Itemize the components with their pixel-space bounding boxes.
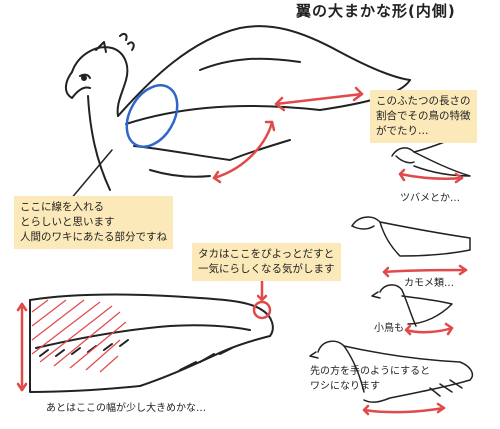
gull-label: カモメ類… [404,278,454,289]
small-bird-label: 小鳥も [374,323,404,334]
wing-width-label: あとはここの幅が少し大きめかな… [46,403,206,414]
eagle-label-line1: 先の方を手のようにすると [310,366,431,377]
armpit-note: ここに線を入れる とらしいと思います 人間のワキにあたる部分ですね [14,196,173,249]
page-title: 翼の大まかな形(内側) [296,2,456,20]
note-line: このふたつの長さの [376,95,471,107]
small-bird-drawing [371,284,453,327]
gull-drawing [351,216,471,257]
note-line: とらしいと思います [20,216,115,228]
note-line: 割合でその鳥の特徴 [376,110,471,122]
armpit-highlight [125,84,179,148]
eagle-label-line2: ワシになります [310,381,380,392]
eagle-drawing [309,340,474,403]
ratio-note: このふたつの長さの 割合でその鳥の特徴 がでたり… [370,90,477,143]
note-line: がでたり… [376,125,429,137]
hawk-tip-marker [252,300,272,320]
wingspan-arrow [274,92,364,106]
note-line: 人間のワキにあたる部分ですね [20,231,167,243]
swallow-label: ツバメとか… [400,193,460,204]
note-line: ここに線を入れる [20,201,104,213]
wing-width-hatching [31,299,127,373]
note-line: タカはここをぴよっとだすと [198,248,335,260]
wing-depth-arrow [212,120,274,180]
main-bird-drawing [65,25,411,191]
hawk-note: タカはここをぴよっとだすと 一気にらしくなる気がします [192,243,341,281]
bottom-wing-drawing [29,293,274,393]
note-line: 一気にらしくなる気がします [198,263,335,275]
